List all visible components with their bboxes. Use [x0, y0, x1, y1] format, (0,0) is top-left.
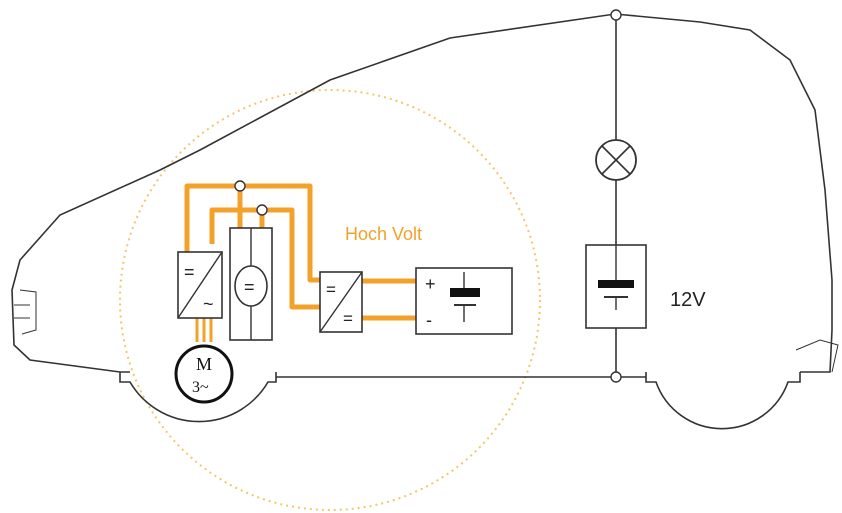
motor-letter: M [196, 354, 212, 374]
high-voltage-zone [119, 89, 541, 511]
generator-dc: = [229, 227, 273, 341]
inverter-dc-symbol: = [184, 262, 195, 282]
hv-battery-minus: - [426, 310, 432, 330]
motor-3-phase: M 3~ [174, 344, 234, 404]
front-wheel-arch [119, 372, 277, 423]
dcdc-in-symbol: = [326, 280, 336, 299]
dcdc-out-symbol: = [343, 309, 353, 328]
dc-dc-converter: = = [319, 271, 363, 333]
lv-junction-top [610, 9, 622, 21]
rear-bumper-detail [795, 339, 839, 373]
lamp-icon [595, 139, 637, 181]
front-grille-detail [14, 304, 30, 319]
lv-battery [585, 244, 647, 329]
hv-junction-2 [256, 204, 268, 216]
hv-label: Hoch Volt [345, 224, 422, 244]
front-bumper-detail [19, 289, 37, 335]
rear-wheel-arch [645, 372, 801, 430]
hv-battery: + - [415, 267, 513, 335]
hv-junction-1 [234, 180, 246, 192]
motor-phase-label: 3~ [192, 379, 209, 396]
lv-junction-bottom [610, 371, 622, 383]
inverter-ac-symbol: ~ [203, 294, 214, 314]
generator-symbol: = [244, 277, 255, 297]
inverter-dc-ac: = ~ [177, 251, 223, 319]
hv-battery-plus: + [425, 274, 436, 294]
lv-label: 12V [670, 289, 706, 311]
car-body-outline [11, 13, 833, 373]
